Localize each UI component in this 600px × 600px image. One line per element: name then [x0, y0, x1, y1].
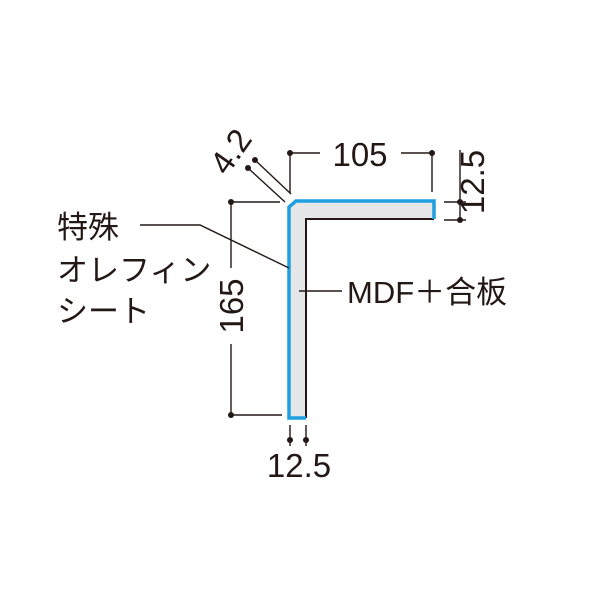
- dim-top-thickness-text: 12.5: [454, 150, 491, 214]
- olefin-sheet-edge: [287, 199, 436, 420]
- dim-side-thickness-text: 12.5: [267, 447, 331, 484]
- profile-inner-edge: [305, 218, 434, 418]
- label-olefin-line1: 特殊: [57, 210, 119, 245]
- label-olefin-line2: オレフィン: [57, 253, 211, 288]
- dim-top-thickness: 12.5: [444, 150, 491, 223]
- dim-chamfer: 4.2: [202, 122, 292, 203]
- dim-side-thickness: 12.5: [267, 425, 331, 484]
- dim-105-text: 105: [332, 136, 387, 173]
- dim-165: 165: [213, 199, 282, 418]
- profile-core: [289, 201, 434, 418]
- dim-chamfer-text: 4.2: [202, 122, 259, 181]
- dim-105: 105: [287, 136, 435, 193]
- leader-olefin: [140, 224, 290, 269]
- label-mdf-plywood: MDF＋合板: [347, 275, 507, 310]
- dim-165-text: 165: [213, 278, 250, 333]
- label-olefin-line3: シート: [57, 294, 150, 329]
